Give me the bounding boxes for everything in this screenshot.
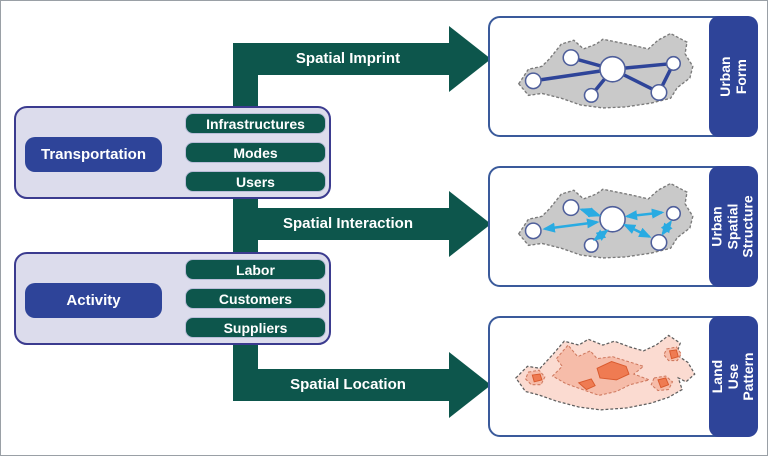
arrow-band-spatial-imprint xyxy=(233,43,449,75)
arrow-label-spatial-interaction: Spatial Interaction xyxy=(282,215,414,232)
group-title-transportation: Transportation xyxy=(25,137,162,172)
tab-label-land-use-pattern: Land Use Pattern xyxy=(708,352,757,401)
group-box-transportation: Transportation Infrastructures Modes Use… xyxy=(14,106,331,199)
tab-urban-spatial-structure: Urban Spatial Structure xyxy=(709,166,758,287)
arrowhead-icon xyxy=(449,352,491,418)
tab-urban-form: Urban Form xyxy=(709,16,758,137)
panel-urban-spatial-structure: Urban Spatial Structure xyxy=(488,166,758,287)
arrow-label-spatial-location: Spatial Location xyxy=(290,376,406,393)
arrowhead-icon xyxy=(449,191,491,257)
group-title-activity: Activity xyxy=(25,283,162,318)
arrowhead-icon xyxy=(449,26,491,92)
item-labor: Labor xyxy=(185,259,326,280)
item-modes: Modes xyxy=(185,142,326,163)
item-suppliers: Suppliers xyxy=(185,317,326,338)
tab-label-urban-spatial-structure: Urban Spatial Structure xyxy=(709,195,757,258)
item-customers: Customers xyxy=(185,288,326,309)
tab-land-use-pattern: Land Use Pattern xyxy=(709,316,758,437)
item-users: Users xyxy=(185,171,326,192)
tab-label-urban-form: Urban Form xyxy=(716,56,749,97)
spatial-interaction-flows-illustration xyxy=(517,182,694,259)
arrow-label-spatial-imprint: Spatial Imprint xyxy=(295,50,401,67)
panel-urban-form: Urban Form xyxy=(488,16,758,137)
arrow-band-spatial-interaction xyxy=(233,208,449,240)
group-box-activity: Activity Labor Customers Suppliers xyxy=(14,252,331,345)
urban-form-network-illustration xyxy=(517,32,694,109)
arrow-band-spatial-location xyxy=(233,369,449,401)
panel-land-use-pattern: Land Use Pattern xyxy=(488,316,758,437)
land-use-contours-illustration xyxy=(515,334,696,411)
item-infrastructures: Infrastructures xyxy=(185,113,326,134)
